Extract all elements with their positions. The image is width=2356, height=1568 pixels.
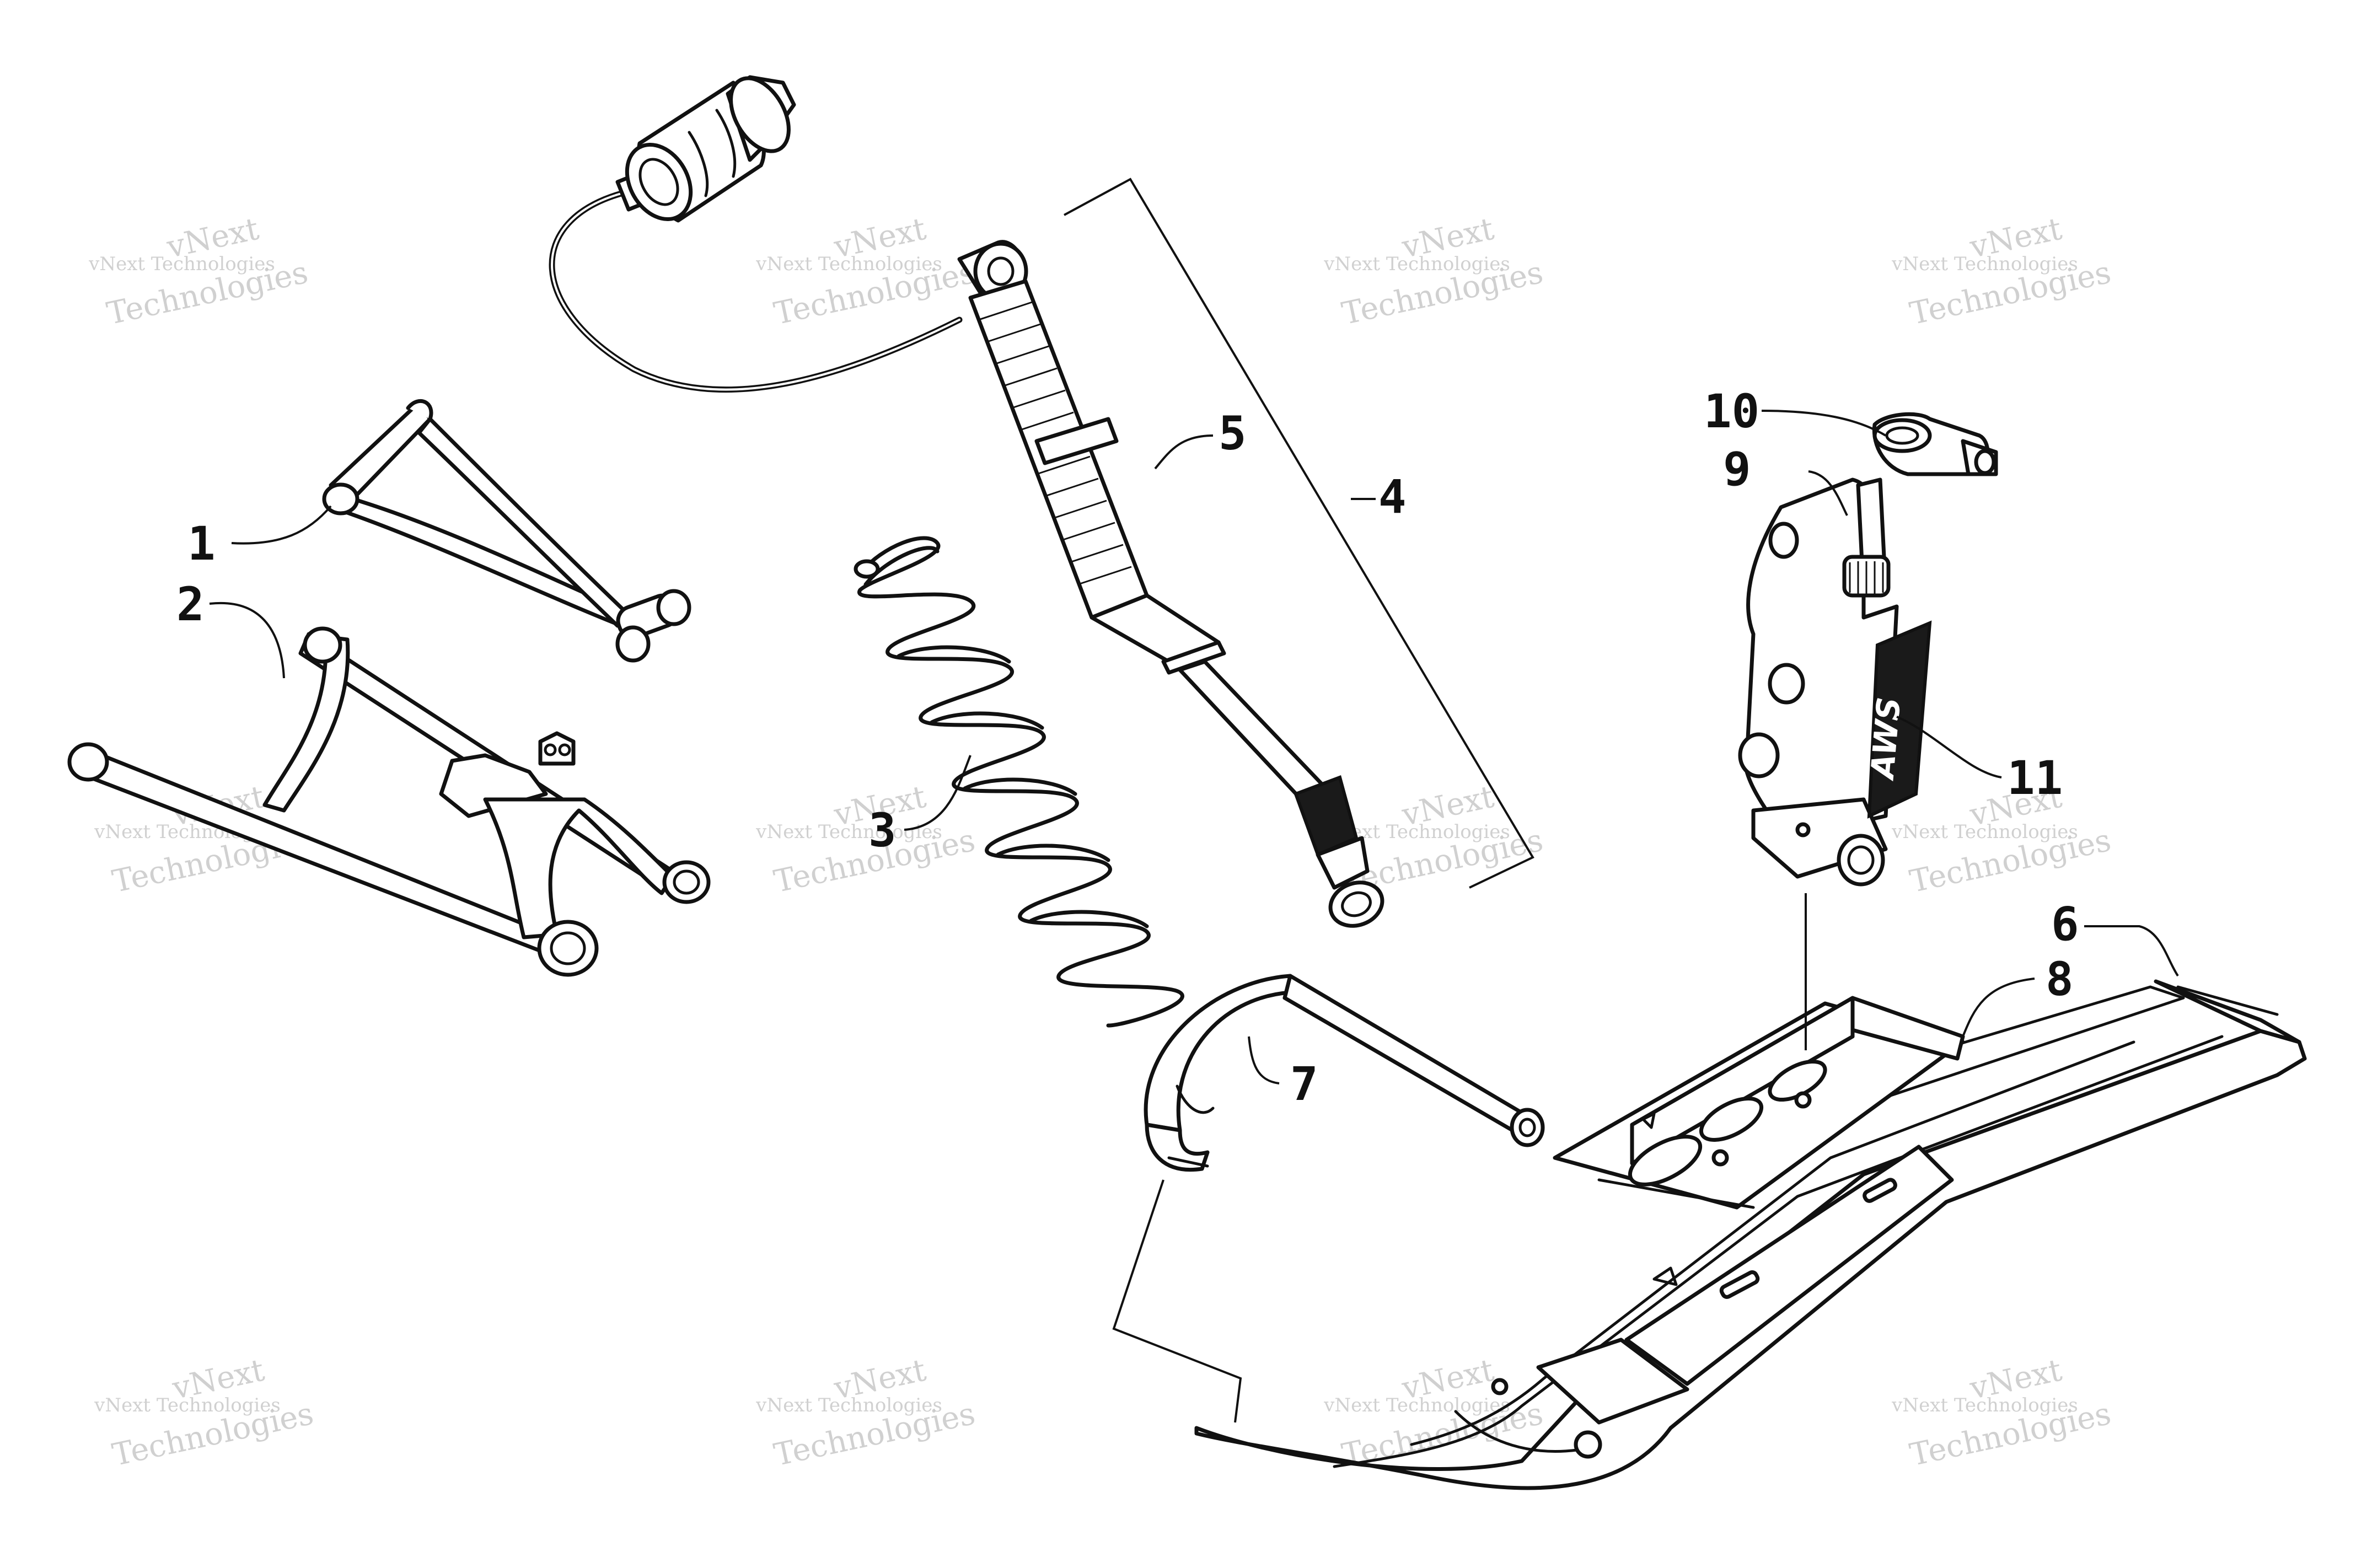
shock-absorber (957, 240, 1384, 928)
callout-8: 8 (2046, 952, 2074, 1006)
lower-a-arm (67, 626, 711, 977)
leader-8 (1962, 978, 2035, 1037)
watermark-line: vNext Technologies (94, 1394, 281, 1416)
leader-11 (1896, 716, 2002, 778)
spindle-clamp (1872, 412, 1998, 476)
watermark-line: vNext Technologies (755, 253, 942, 275)
ski-loop (1144, 974, 1545, 1172)
callouts: 1 2 3 4 5 6 7 8 9 10 11 (176, 384, 2079, 1111)
callout-10: 10 (1704, 384, 1759, 438)
watermark-line: vNext Technologies (1891, 1394, 2078, 1416)
ski (1194, 979, 2307, 1490)
watermark: vNext Technologies vNext Technologies (94, 1352, 316, 1474)
watermark-line: vNext Technologies (1323, 1394, 1510, 1416)
callout-3: 3 (868, 803, 897, 857)
callout-11: 11 (2007, 751, 2063, 805)
leader-1 (231, 505, 332, 545)
decal-text: AWS (1863, 696, 1908, 782)
watermark-line: vNext Technologies (755, 821, 942, 843)
watermark-line: vNext Technologies (1323, 253, 1510, 275)
callout-4: 4 (1378, 470, 1407, 524)
spindle: AWS (1738, 477, 1932, 887)
callout-7: 7 (1290, 1057, 1318, 1111)
ski-saddle (1553, 996, 1965, 1210)
upper-a-arm (322, 399, 691, 663)
coil-spring (854, 536, 1184, 1028)
shock-reservoir (549, 75, 963, 393)
leader-3 (904, 755, 972, 831)
watermark-line: vNext Technologies (755, 1394, 942, 1416)
leader-9 (1808, 470, 1848, 516)
watermark: vNext Technologies vNext Technologies (1323, 211, 1546, 332)
callout-2: 2 (176, 577, 205, 631)
ski-loop-assembly-line (1112, 1179, 1242, 1423)
callout-5: 5 (1219, 406, 1247, 460)
leader-6 (2084, 925, 2179, 977)
watermark: vNext Technologies vNext Technologies (755, 1352, 978, 1474)
leader-5 (1154, 434, 1214, 470)
watermark: vNext Technologies vNext Technologies (1891, 779, 2114, 900)
callout-6: 6 (2051, 897, 2079, 951)
leader-2 (209, 602, 285, 679)
watermark: vNext Technologies vNext Technologies (755, 779, 978, 900)
watermark: vNext Technologies vNext Technologies (755, 211, 978, 332)
watermark-line: vNext Technologies (1891, 253, 2078, 275)
assembly-bracket-4 (1064, 178, 1534, 889)
callout-1: 1 (187, 517, 216, 571)
watermark: vNext Technologies vNext Technologies (1891, 211, 2114, 332)
watermark-line: vNext Technologies (88, 253, 275, 275)
watermark: vNext Technologies vNext Technologies (88, 211, 311, 332)
watermark: vNext Technologies vNext Technologies (1891, 1352, 2114, 1474)
leader-lines (209, 410, 2179, 1084)
leader-10 (1761, 410, 1887, 437)
watermark-line: vNext Technologies (1891, 821, 2078, 843)
callout-9: 9 (1723, 442, 1751, 496)
leader-7 (1248, 1036, 1280, 1084)
